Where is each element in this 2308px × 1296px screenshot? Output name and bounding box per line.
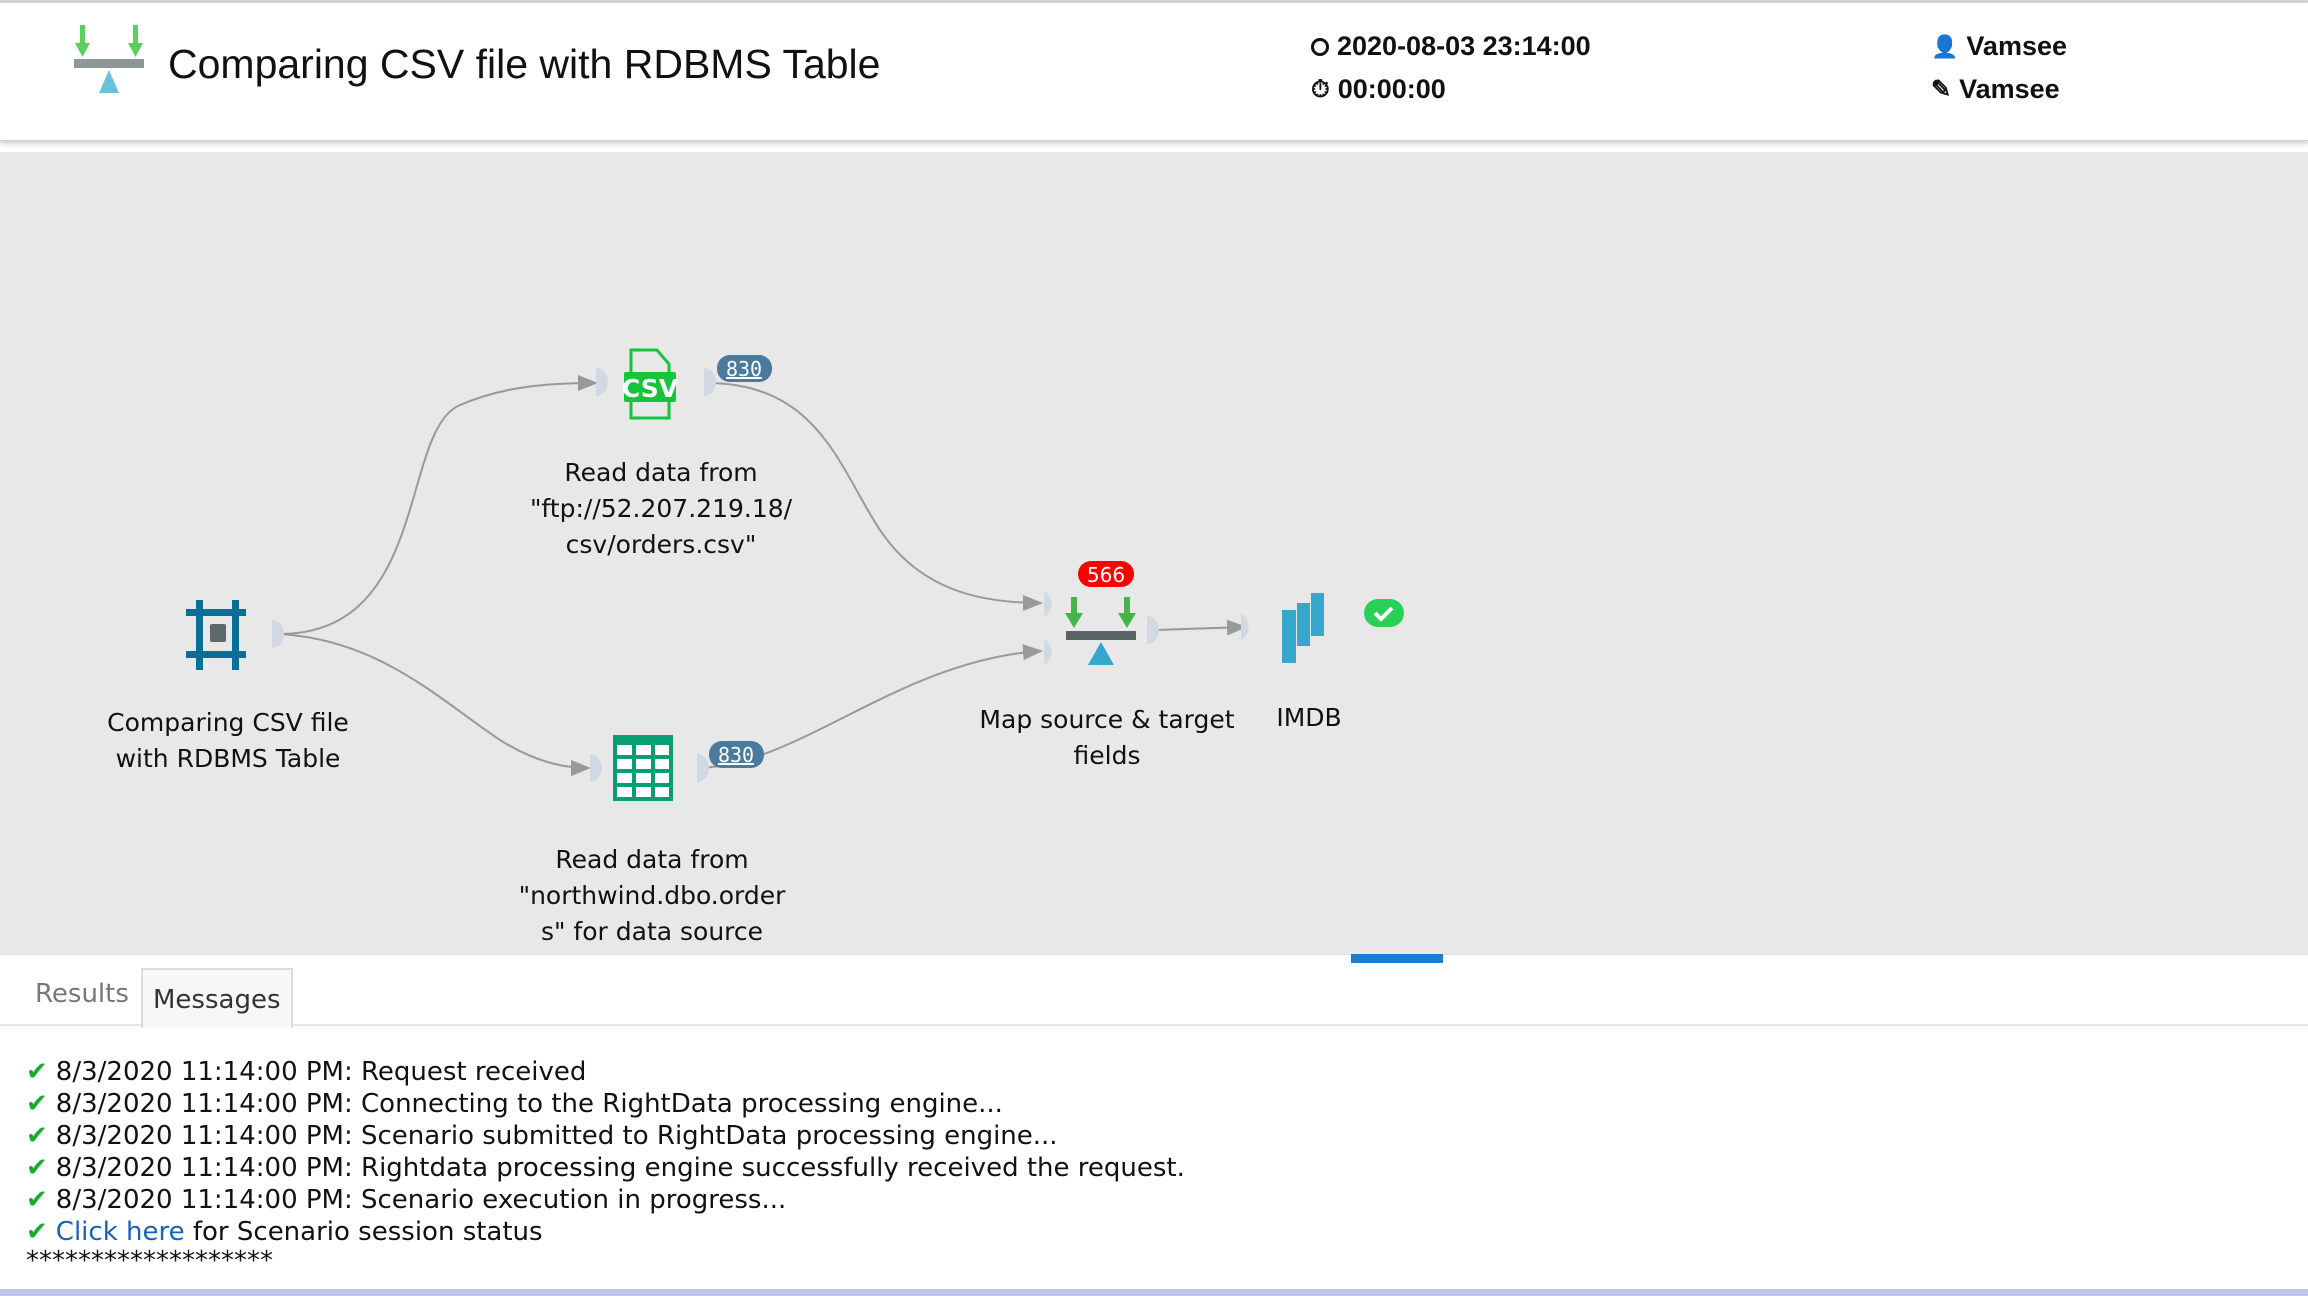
stopwatch-icon: ⏱: [1311, 75, 1330, 103]
success-check-icon: [1364, 599, 1404, 627]
top-border: [0, 0, 2308, 3]
diff-count-badge[interactable]: 566: [1078, 561, 1134, 587]
port[interactable]: [1147, 616, 1159, 644]
session-status-link[interactable]: Click here: [55, 1217, 185, 1247]
edge-map-imdb: [1155, 619, 1247, 636]
port[interactable]: [1044, 591, 1052, 617]
scenario-start-icon[interactable]: [186, 600, 246, 670]
duration-value: 00:00:00: [1337, 74, 1446, 104]
editor: ✎ Vamsee: [1931, 74, 2060, 105]
port[interactable]: [704, 368, 716, 396]
message-item: ✔8/3/2020 11:14:00 PM: Scenario submitte…: [26, 1120, 1185, 1152]
datetime-value: 2020-08-03 23:14:00: [1337, 31, 1591, 61]
bar-chart-icon[interactable]: [1282, 593, 1324, 663]
resize-handle[interactable]: [1351, 954, 1443, 963]
message-text: 8/3/2020 11:14:00 PM: Scenario submitted…: [55, 1121, 1058, 1151]
edge-start-table: [279, 633, 591, 776]
check-circle-icon: ✔: [26, 1185, 48, 1215]
edge-csv-map: [709, 382, 1043, 611]
port[interactable]: [590, 754, 602, 782]
node-label-csv: Read data from"ftp://52.207.219.18/csv/o…: [529, 458, 793, 559]
duration: ⏱ 00:00:00: [1311, 74, 1446, 105]
check-circle-icon: ✔: [26, 1121, 48, 1151]
message-text: 8/3/2020 11:14:00 PM: Scenario execution…: [55, 1185, 787, 1215]
bottom-bar: [0, 1289, 2308, 1296]
message-text: 8/3/2020 11:14:00 PM: Rightdata processi…: [55, 1153, 1185, 1183]
port[interactable]: [1044, 639, 1052, 665]
clock-icon: [1311, 37, 1329, 56]
pencil-icon: ✎: [1931, 76, 1952, 103]
node-label-imdb: IMDB: [1276, 703, 1342, 732]
separator: *******************: [26, 1246, 273, 1276]
workflow-canvas[interactable]: CSV 830 830: [0, 152, 2308, 954]
edge-start-csv: [279, 375, 598, 635]
row-count-badge[interactable]: 830: [709, 741, 764, 768]
start-datetime: 2020-08-03 23:14:00: [1311, 31, 1591, 62]
svg-text:CSV: CSV: [622, 374, 679, 403]
message-item: ✔8/3/2020 11:14:00 PM: Rightdata process…: [26, 1152, 1185, 1184]
result-tabs: Results Messages: [0, 966, 2308, 1028]
svg-text:830: 830: [726, 357, 762, 381]
panel-divider: [0, 954, 2308, 967]
compare-scale-icon: [74, 25, 144, 93]
row-count-badge[interactable]: 830: [717, 355, 772, 382]
tab-messages[interactable]: Messages: [141, 968, 293, 1028]
tab-results[interactable]: Results: [35, 979, 129, 1009]
check-circle-icon: ✔: [26, 1057, 48, 1087]
owner-name: Vamsee: [1966, 31, 2067, 61]
user-icon: 👤: [1931, 33, 1959, 59]
port[interactable]: [596, 368, 608, 396]
session-status-text: for Scenario session status: [184, 1217, 543, 1247]
message-text: 8/3/2020 11:14:00 PM: Request received: [55, 1057, 587, 1087]
message-text: 8/3/2020 11:14:00 PM: Connecting to the …: [55, 1089, 1003, 1119]
page-title: Comparing CSV file with RDBMS Table: [168, 41, 881, 87]
message-item: ✔8/3/2020 11:14:00 PM: Scenario executio…: [26, 1184, 1185, 1216]
editor-name: Vamsee: [1959, 74, 2060, 104]
port[interactable]: [697, 754, 709, 782]
svg-text:830: 830: [718, 743, 754, 767]
csv-file-icon[interactable]: CSV: [622, 348, 679, 420]
compare-scale-icon[interactable]: [1065, 597, 1136, 665]
svg-text:566: 566: [1087, 563, 1125, 587]
message-item: ✔8/3/2020 11:14:00 PM: Connecting to the…: [26, 1088, 1185, 1120]
port[interactable]: [272, 620, 284, 648]
message-item: ✔8/3/2020 11:14:00 PM: Request received: [26, 1056, 1185, 1088]
check-circle-icon: ✔: [26, 1217, 48, 1247]
messages-log: ✔8/3/2020 11:14:00 PM: Request received …: [26, 1056, 1185, 1274]
table-grid-icon[interactable]: [613, 735, 673, 801]
message-item: ✔Click here for Scenario session status: [26, 1216, 1185, 1248]
owner: 👤 Vamsee: [1931, 31, 2067, 62]
header: Comparing CSV file with RDBMS Table 2020…: [0, 3, 2308, 141]
check-circle-icon: ✔: [26, 1153, 48, 1183]
port[interactable]: [1241, 614, 1249, 640]
check-circle-icon: ✔: [26, 1089, 48, 1119]
